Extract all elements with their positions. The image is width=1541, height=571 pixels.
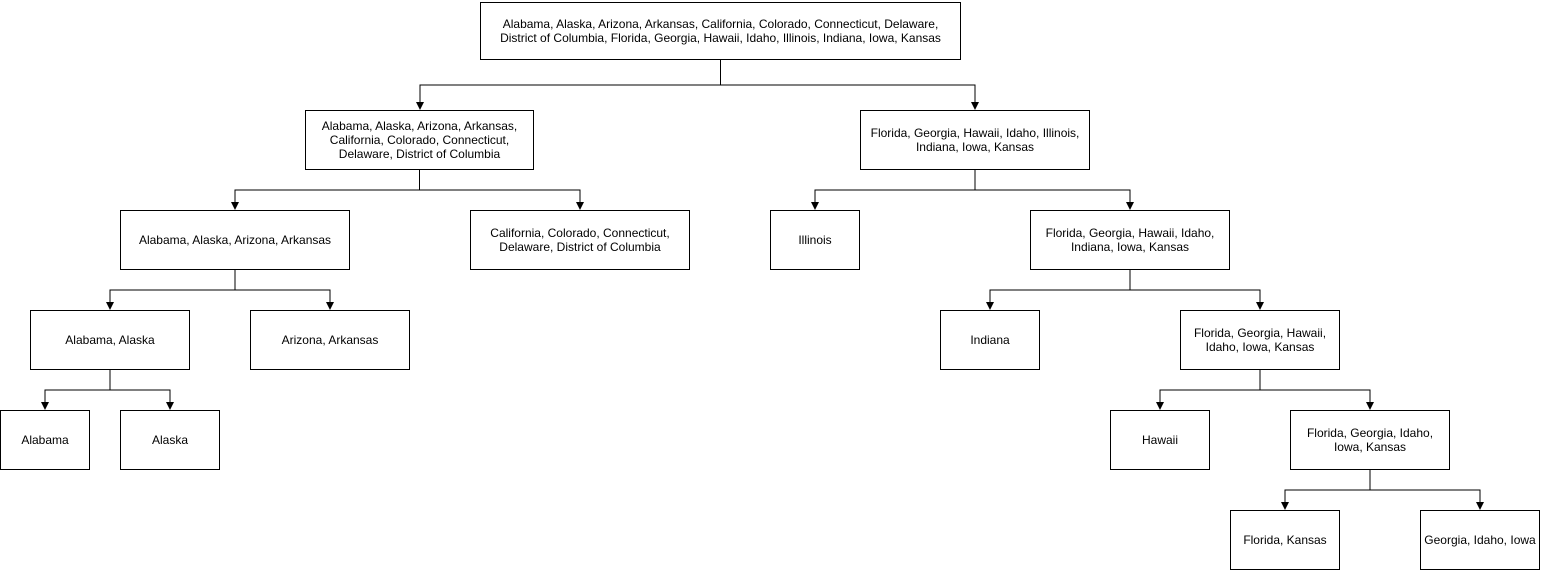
- node-arizona-arkansas-label: Arizona, Arkansas: [281, 333, 379, 347]
- node-florida-to-kansas-7: Florida, Georgia, Hawaii, Idaho, Indiana…: [1030, 210, 1230, 270]
- node-alaska-label: Alaska: [151, 433, 189, 447]
- node-alabama-to-arkansas: Alabama, Alaska, Arizona, Arkansas: [120, 210, 350, 270]
- node-florida-to-kansas-all-label: Florida, Georgia, Hawaii, Idaho, Illinoi…: [870, 126, 1080, 154]
- connector-arrow: [986, 270, 1131, 310]
- connector-arrow: [109, 370, 174, 410]
- node-alabama-alaska: Alabama, Alaska: [30, 310, 190, 370]
- node-georgia-idaho-iowa-label: Georgia, Idaho, Iowa: [1424, 533, 1536, 547]
- connector-arrow: [416, 60, 721, 110]
- node-alabama-label: Alabama: [21, 433, 69, 447]
- node-illinois: Illinois: [770, 210, 860, 270]
- connector-arrow: [1281, 470, 1371, 510]
- node-florida-to-kansas-5: Florida, Georgia, Idaho, Iowa, Kansas: [1290, 410, 1450, 470]
- node-arizona-arkansas: Arizona, Arkansas: [250, 310, 410, 370]
- node-indiana-label: Indiana: [970, 333, 1010, 347]
- connector-arrow: [41, 370, 111, 410]
- node-hawaii-label: Hawaii: [1141, 433, 1178, 447]
- node-illinois-label: Illinois: [798, 233, 832, 247]
- connector-arrow: [720, 60, 979, 110]
- node-florida-kansas: Florida, Kansas: [1230, 510, 1340, 570]
- node-california-to-dc-label: California, Colorado, Connecticut, Delaw…: [490, 226, 670, 254]
- connector-arrow: [231, 170, 420, 210]
- connector-arrow: [419, 170, 584, 210]
- node-alabama-alaska-label: Alabama, Alaska: [65, 333, 155, 347]
- node-indiana: Indiana: [940, 310, 1040, 370]
- node-alaska: Alaska: [120, 410, 220, 470]
- node-alabama-to-dc-label: Alabama, Alaska, Arizona, Arkansas, Cali…: [321, 119, 518, 161]
- node-florida-to-kansas-6: Florida, Georgia, Hawaii, Idaho, Iowa, K…: [1180, 310, 1340, 370]
- connector-arrow: [234, 270, 334, 310]
- node-alabama-to-dc: Alabama, Alaska, Arizona, Arkansas, Cali…: [305, 110, 534, 170]
- node-florida-to-kansas-5-label: Florida, Georgia, Idaho, Iowa, Kansas: [1306, 426, 1434, 454]
- node-alabama: Alabama: [0, 410, 90, 470]
- connector-arrow: [1369, 470, 1484, 510]
- connector-arrow: [974, 170, 1134, 210]
- node-hawaii: Hawaii: [1110, 410, 1210, 470]
- node-florida-to-kansas-7-label: Florida, Georgia, Hawaii, Idaho, Indiana…: [1045, 226, 1215, 254]
- node-california-to-dc: California, Colorado, Connecticut, Delaw…: [470, 210, 690, 270]
- node-alabama-to-arkansas-label: Alabama, Alaska, Arizona, Arkansas: [138, 233, 332, 247]
- connector-arrow: [106, 270, 236, 310]
- node-florida-to-kansas-6-label: Florida, Georgia, Hawaii, Idaho, Iowa, K…: [1193, 326, 1327, 354]
- connector-arrow: [1129, 270, 1264, 310]
- root-node: Alabama, Alaska, Arizona, Arkansas, Cali…: [480, 2, 961, 60]
- node-georgia-idaho-iowa: Georgia, Idaho, Iowa: [1420, 510, 1540, 570]
- node-florida-kansas-label: Florida, Kansas: [1243, 533, 1327, 547]
- connector-arrow: [1259, 370, 1374, 410]
- node-florida-to-kansas-all: Florida, Georgia, Hawaii, Idaho, Illinoi…: [860, 110, 1090, 170]
- connector-arrow: [811, 170, 976, 210]
- connector-arrow: [1156, 370, 1261, 410]
- root-node-label: Alabama, Alaska, Arizona, Arkansas, Cali…: [500, 17, 941, 45]
